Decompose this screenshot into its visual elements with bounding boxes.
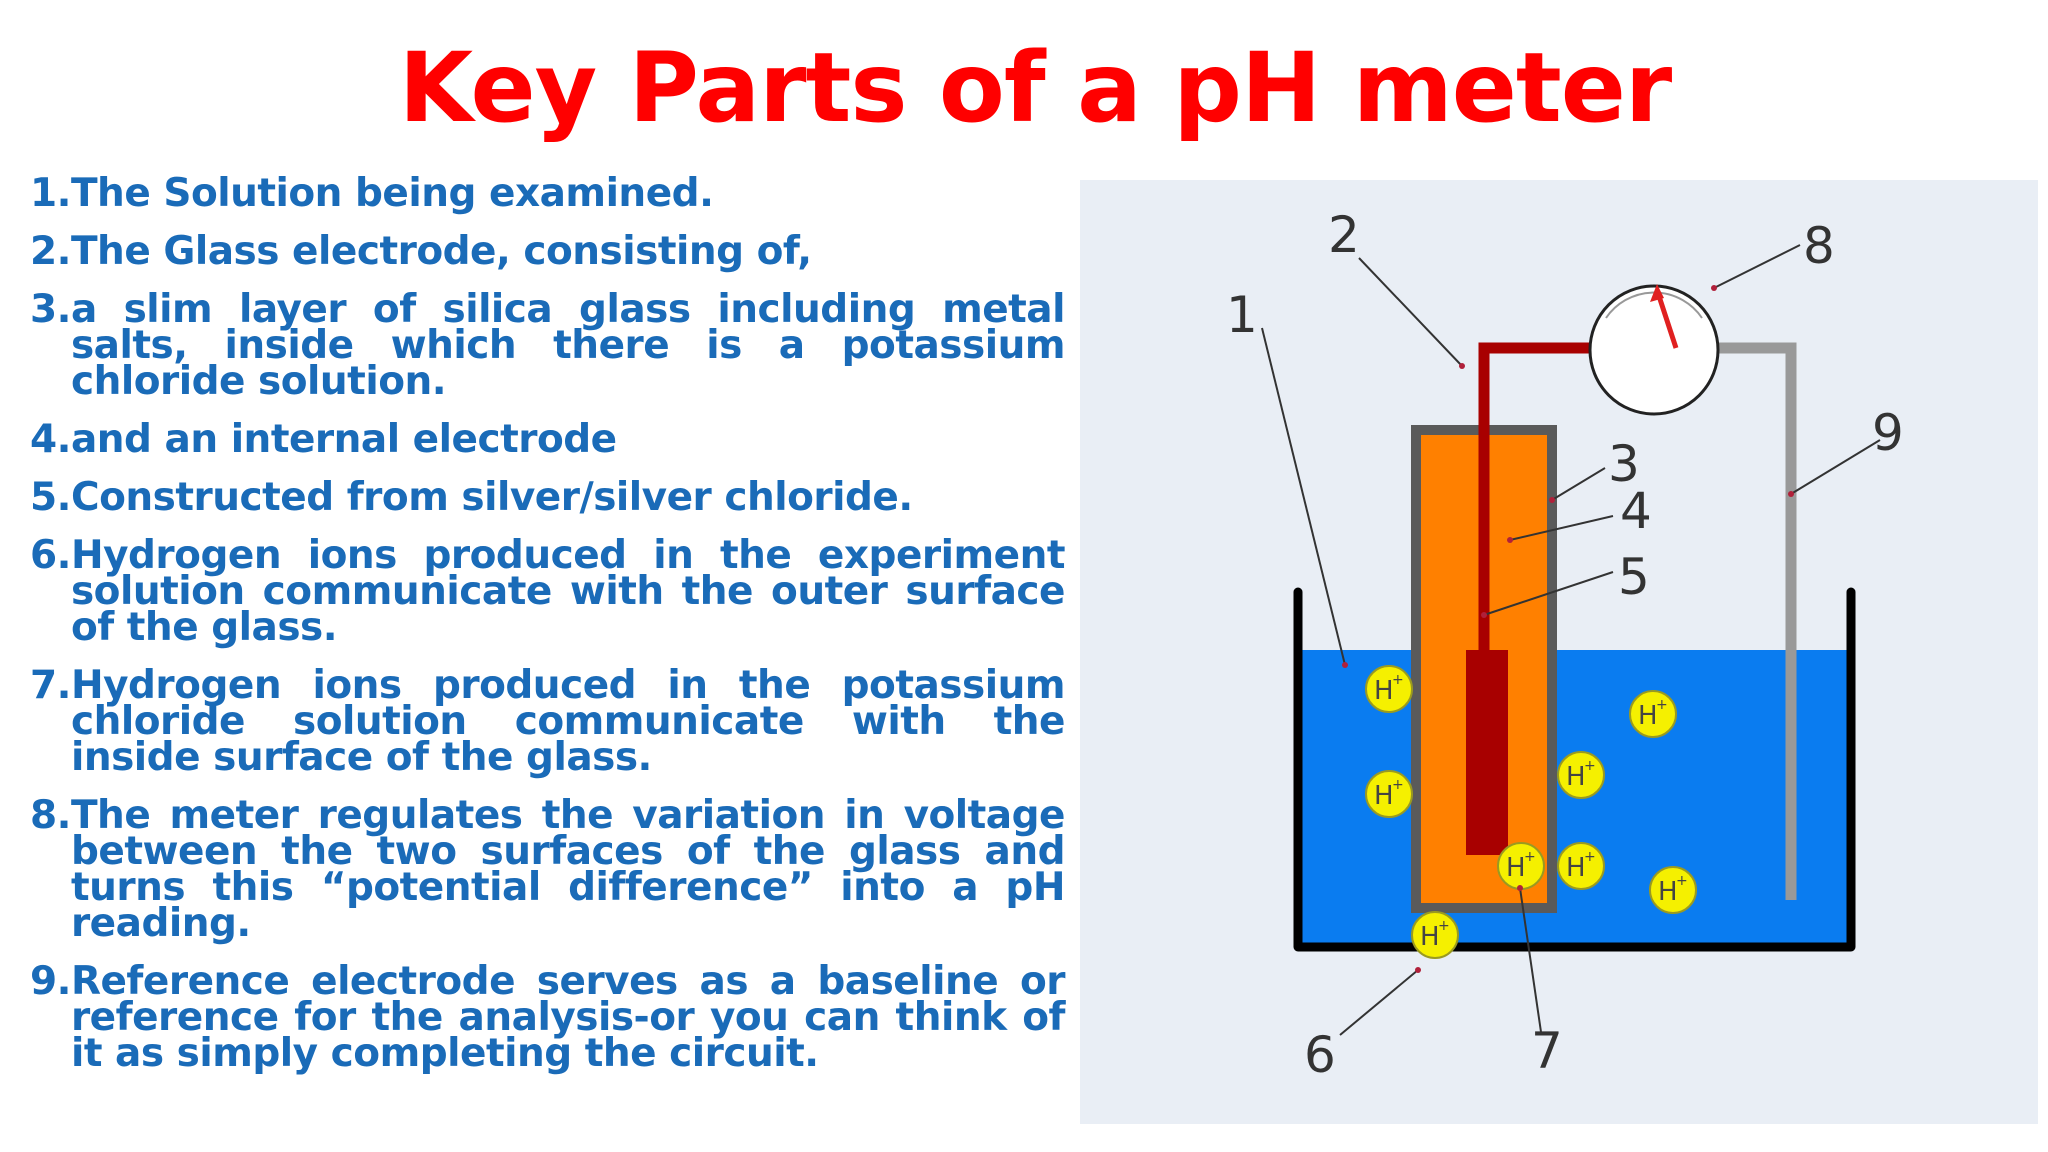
list-item: 8. The meter regulates the variation in … bbox=[30, 793, 1066, 946]
list-item: 1. The Solution being examined. bbox=[30, 171, 1065, 216]
svg-text:+: + bbox=[1524, 849, 1536, 865]
hydrogen-ion: H+ bbox=[1365, 665, 1413, 713]
item-text: The Glass electrode, consisting of, bbox=[70, 229, 812, 274]
reference-electrode bbox=[1698, 342, 1797, 900]
svg-text:+: + bbox=[1584, 758, 1596, 774]
svg-text:H: H bbox=[1374, 676, 1394, 706]
svg-text:+: + bbox=[1438, 918, 1450, 934]
item-number: 8. bbox=[30, 793, 71, 838]
list-item: 2. The Glass electrode, consisting of, bbox=[30, 229, 1065, 274]
label-1: 1 bbox=[1226, 286, 1258, 344]
item-text: Hydrogen ions produced in the experiment… bbox=[70, 533, 1066, 650]
meter-needle bbox=[1654, 289, 1679, 349]
hydrogen-ion: H+ bbox=[1629, 690, 1677, 738]
list-item: 6. Hydrogen ions produced in the experim… bbox=[30, 533, 1066, 650]
list-item: 4. and an internal electrode bbox=[30, 417, 1065, 462]
leader-dots bbox=[1342, 285, 1794, 973]
slide-title: Key Parts of a pH meter bbox=[398, 32, 1672, 144]
internal-wire bbox=[1478, 342, 1610, 650]
hydrogen-ion: H+ bbox=[1411, 911, 1459, 959]
label-4: 4 bbox=[1620, 482, 1652, 540]
svg-text:+: + bbox=[1584, 849, 1596, 865]
parts-list: 1. The Solution being examined. 2. The G… bbox=[30, 171, 1066, 1094]
label-5: 5 bbox=[1618, 548, 1650, 606]
svg-text:H: H bbox=[1658, 877, 1678, 907]
label-3: 3 bbox=[1608, 435, 1640, 493]
svg-text:+: + bbox=[1392, 777, 1404, 793]
item-text: a slim layer of silica glass including m… bbox=[70, 287, 1066, 404]
item-number: 9. bbox=[30, 959, 71, 1004]
svg-text:H: H bbox=[1506, 853, 1526, 883]
svg-text:H: H bbox=[1638, 701, 1658, 731]
svg-text:H: H bbox=[1566, 853, 1586, 883]
label-2: 2 bbox=[1328, 206, 1360, 264]
item-number: 2. bbox=[30, 229, 71, 274]
internal-electrode bbox=[1466, 650, 1508, 855]
list-item: 3. a slim layer of silica glass includin… bbox=[30, 287, 1066, 404]
item-number: 6. bbox=[30, 533, 71, 578]
item-number: 3. bbox=[30, 287, 71, 332]
item-text: and an internal electrode bbox=[70, 417, 617, 462]
list-item: 9. Reference electrode serves as a basel… bbox=[30, 959, 1066, 1076]
hydrogen-ion: H+ bbox=[1497, 842, 1545, 890]
item-text: The Solution being examined. bbox=[70, 171, 714, 216]
item-number: 7. bbox=[30, 663, 71, 708]
hydrogen-ions: H+ H+ H+ H+ H+ H+ H+ H+ bbox=[1365, 665, 1697, 959]
diagram-svg: H+ H+ H+ H+ H+ H+ H+ H+ 1 2 bbox=[1226, 206, 1904, 1084]
item-text: Hydrogen ions produced in the potassium … bbox=[70, 663, 1066, 780]
svg-text:+: + bbox=[1392, 672, 1404, 688]
svg-text:+: + bbox=[1676, 873, 1688, 889]
item-text: Constructed from silver/silver chloride. bbox=[70, 475, 913, 520]
beaker bbox=[1293, 587, 1856, 952]
svg-text:+: + bbox=[1656, 697, 1668, 713]
item-number: 5. bbox=[30, 475, 71, 520]
label-8: 8 bbox=[1803, 217, 1835, 275]
item-text: Reference electrode serves as a baseline… bbox=[70, 959, 1066, 1076]
label-9: 9 bbox=[1872, 404, 1904, 462]
hydrogen-ion: H+ bbox=[1365, 770, 1413, 818]
item-text: The meter regulates the variation in vol… bbox=[70, 793, 1066, 946]
svg-text:H: H bbox=[1374, 781, 1394, 811]
meter-dial bbox=[1588, 284, 1720, 416]
item-number: 1. bbox=[30, 171, 71, 216]
hydrogen-ion: H+ bbox=[1557, 842, 1605, 890]
list-item: 5. Constructed from silver/silver chlori… bbox=[30, 475, 1065, 520]
item-number: 4. bbox=[30, 417, 71, 462]
hydrogen-ion: H+ bbox=[1649, 866, 1697, 914]
hydrogen-ion: H+ bbox=[1557, 751, 1605, 799]
svg-text:H: H bbox=[1566, 762, 1586, 792]
svg-text:H: H bbox=[1420, 922, 1440, 952]
label-7: 7 bbox=[1531, 1022, 1563, 1080]
label-6: 6 bbox=[1304, 1026, 1336, 1084]
leader-lines bbox=[1261, 244, 1881, 1036]
list-item: 7. Hydrogen ions produced in the potassi… bbox=[30, 663, 1066, 780]
ph-meter-diagram: H+ H+ H+ H+ H+ H+ H+ H+ 1 2 bbox=[1080, 180, 2038, 1124]
needle-tip bbox=[1650, 284, 1664, 302]
